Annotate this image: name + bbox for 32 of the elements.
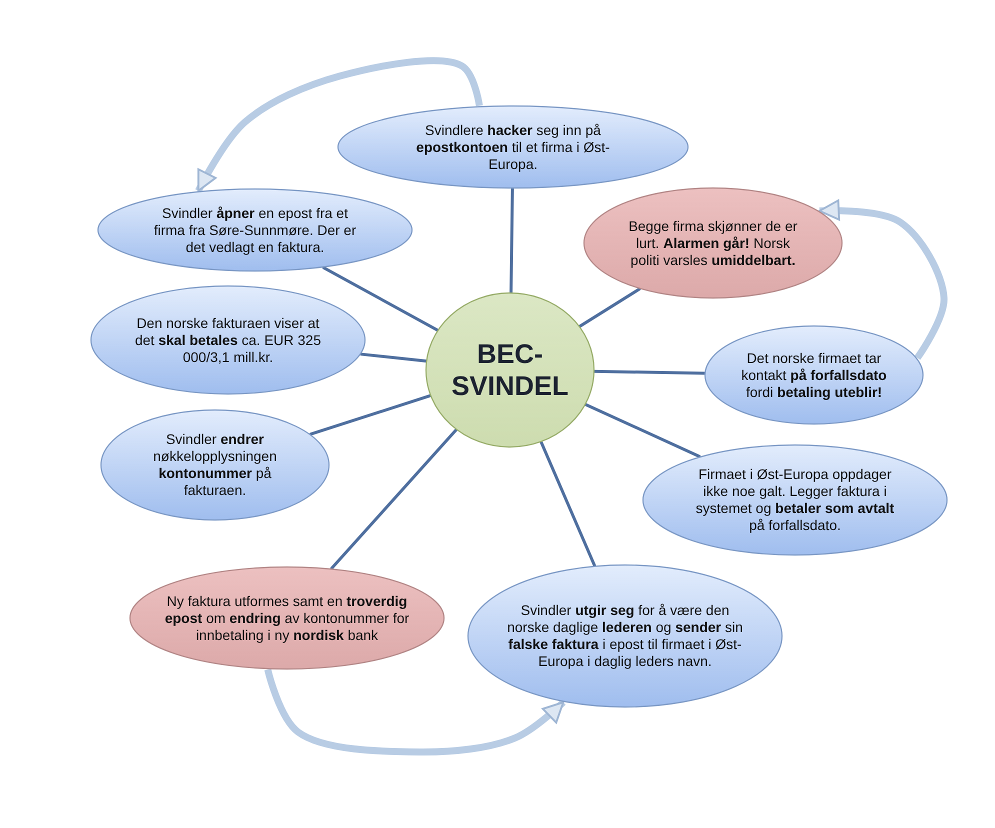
step-text: Svindler utgir seg for å være den norske daglige lederen og sender sin falske faktura i epost til firmaet i Øst-Europa i daglig leders navn. <box>506 602 744 670</box>
connector-line <box>510 188 514 294</box>
step-ellipse <box>337 105 689 189</box>
step-text: Det norske firmaet tar kontakt på forfallsdato fordi betaling uteblir! <box>740 350 888 400</box>
connector-line <box>540 441 596 567</box>
step-ellipse <box>97 188 413 272</box>
connector-line <box>584 403 701 458</box>
step-text: Firmaet i Øst-Europa oppdager ikke noe galt. Legger faktura i systemet og betaler som avtalt på forfallsdato. <box>694 466 896 534</box>
step-ellipse <box>704 325 924 425</box>
step-text: Svindlere hacker seg inn på epostkontoen til et firma i Øst-Europa. <box>415 122 611 172</box>
connector-line <box>309 394 432 436</box>
center-title: BEC-SVINDEL <box>450 338 570 402</box>
step-text: Svindler åpner en epost fra et firma fra Søre-Sunnmøre. Der er det vedlagt en faktura. <box>152 204 358 256</box>
step-ellipse <box>129 566 445 670</box>
step-text: Svindler endrer nøkkelopplysningen kontonummer på fakturaen. <box>152 431 278 499</box>
step-ellipse <box>90 285 366 395</box>
connector-line <box>330 428 458 570</box>
connector-line <box>360 352 428 363</box>
connector-line <box>593 370 706 375</box>
step-ellipse <box>100 409 330 521</box>
step-text: Ny faktura utformes samt en troverdig epost om endring av kontonummer for innbetaling i ny nordisk bank <box>164 592 410 644</box>
connector-line <box>578 288 641 328</box>
step-ellipse <box>467 564 783 708</box>
center-circle <box>425 292 595 448</box>
step-ellipse <box>583 187 843 299</box>
step-text: Begge firma skjønner de er lurt. Alarmen går! Norsk politi varsles umiddelbart. <box>628 218 798 268</box>
step-text: Den norske fakturaen viser at det skal betales ca. EUR 325 000/3,1 mill.kr. <box>134 314 322 366</box>
curved-arrow <box>264 668 566 756</box>
connector-line <box>322 266 439 332</box>
curved-arrow <box>818 200 948 360</box>
step-ellipse <box>642 444 948 556</box>
curved-arrow <box>195 57 483 192</box>
